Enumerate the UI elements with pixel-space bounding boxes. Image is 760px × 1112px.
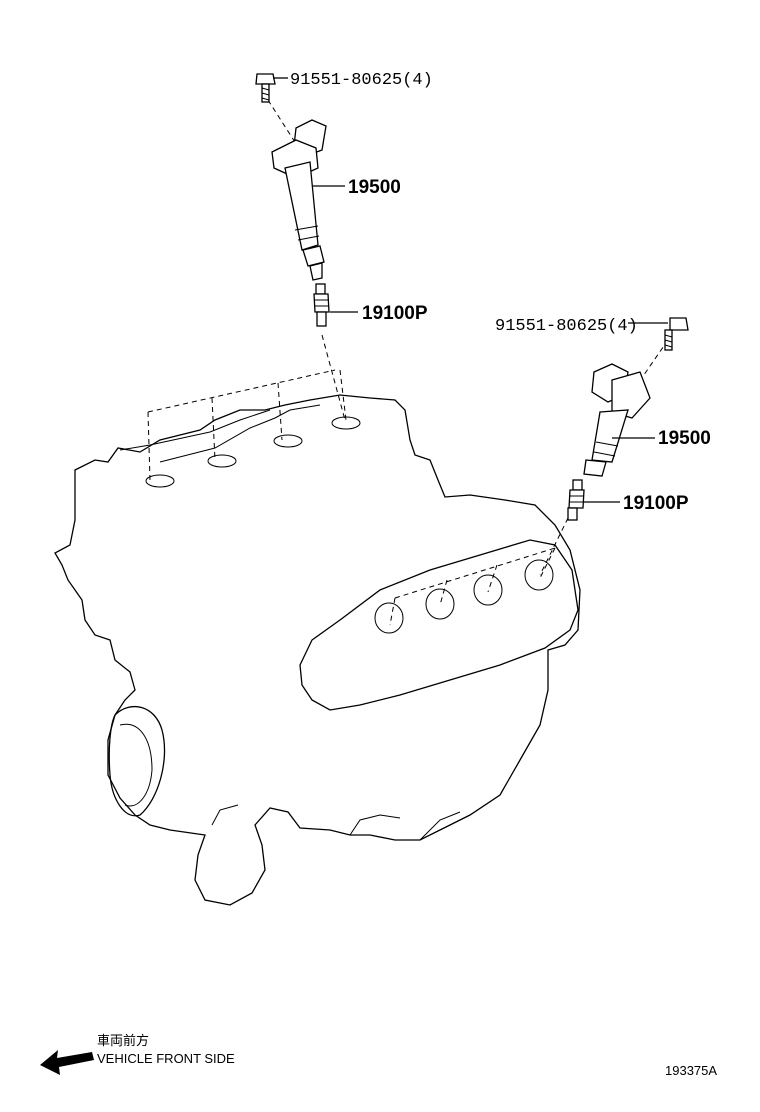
- left-bank-plug-holes: [145, 416, 361, 488]
- figure-id: 193375A: [665, 1063, 717, 1078]
- legend-jp-label: 車両前方: [97, 1033, 149, 1048]
- arrow-left-icon: [40, 1050, 94, 1075]
- lower-ignition-coil: [583, 363, 651, 477]
- dashed-guide-lines: [147, 99, 669, 626]
- callout-plug-lower: 19100P: [623, 493, 689, 514]
- callout-bolt-upper: 91551-80625(4): [290, 71, 433, 90]
- callout-leaders: [273, 77, 668, 503]
- lower-bolt: [664, 317, 689, 351]
- callout-coil-upper: 19500: [348, 177, 401, 198]
- legend-en-label: VEHICLE FRONT SIDE: [97, 1051, 235, 1066]
- callout-plug-upper: 19100P: [362, 303, 428, 324]
- upper-spark-plug: [313, 283, 330, 327]
- callout-bolt-lower: 91551-80625(4): [495, 317, 638, 336]
- callout-coil-lower: 19500: [658, 428, 711, 449]
- lower-spark-plug: [567, 479, 585, 521]
- right-bank-plug-holes: [374, 559, 554, 634]
- vehicle-front-legend: 車両前方 VEHICLE FRONT SIDE: [40, 1033, 235, 1075]
- upper-bolt: [255, 73, 276, 103]
- upper-ignition-coil: [271, 119, 327, 281]
- engine-block: [54, 394, 581, 906]
